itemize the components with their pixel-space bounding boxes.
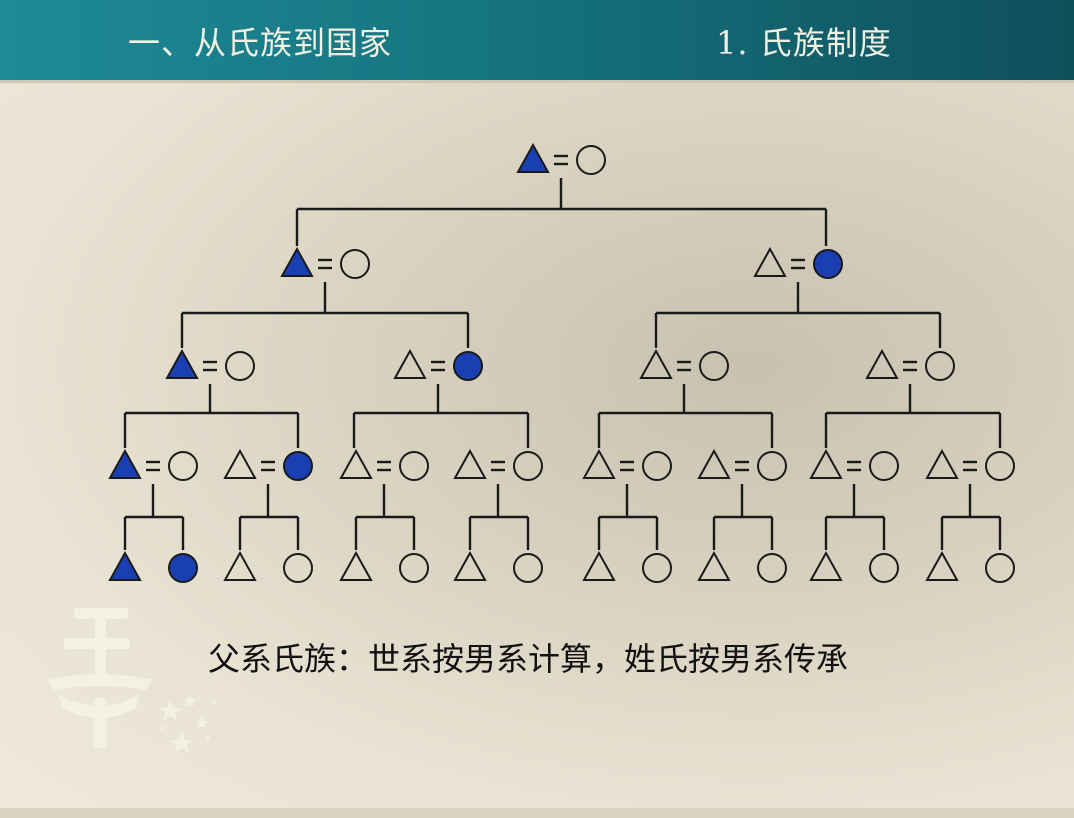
female-circle-icon [399, 451, 429, 481]
male-triangle-icon [639, 348, 673, 379]
female-circle-icon [513, 553, 543, 583]
male-filled-triangle-icon [280, 246, 314, 277]
male-triangle-icon [339, 448, 373, 479]
female-circle-icon [699, 351, 729, 381]
male-filled-triangle-icon [165, 348, 199, 379]
male-filled-triangle-icon [516, 142, 550, 173]
male-triangle-icon [865, 348, 899, 379]
male-triangle-icon [925, 448, 959, 479]
female-circle-icon [869, 553, 899, 583]
female-filled-circle-icon [168, 553, 198, 583]
female-circle-icon [283, 553, 313, 583]
female-circle-icon [869, 451, 899, 481]
female-circle-icon [168, 451, 198, 481]
male-triangle-icon [809, 550, 843, 581]
male-triangle-icon [223, 550, 257, 581]
female-circle-icon [757, 553, 787, 583]
female-circle-icon [513, 451, 543, 481]
female-circle-icon [642, 451, 672, 481]
female-filled-circle-icon [283, 451, 313, 481]
male-triangle-icon [697, 550, 731, 581]
female-circle-icon [399, 553, 429, 583]
male-triangle-icon [453, 550, 487, 581]
male-triangle-icon [339, 550, 373, 581]
section-title: 一、从氏族到国家 [128, 24, 393, 62]
male-triangle-icon [393, 348, 427, 379]
header-bar: 一、从氏族到国家 1. 氏族制度 [0, 0, 1074, 83]
caption-text: 父系氏族：世系按男系计算，姓氏按男系传承 [208, 640, 849, 678]
kinship-diagram [108, 142, 1015, 583]
female-circle-icon [340, 249, 370, 279]
male-triangle-icon [925, 550, 959, 581]
female-filled-circle-icon [813, 249, 843, 279]
subsection-title: 1. 氏族制度 [716, 24, 892, 62]
female-circle-icon [642, 553, 672, 583]
male-filled-triangle-icon [108, 448, 142, 479]
male-triangle-icon [453, 448, 487, 479]
female-circle-icon [985, 553, 1015, 583]
footer-band [0, 808, 1074, 818]
female-circle-icon [925, 351, 955, 381]
female-circle-icon [985, 451, 1015, 481]
male-triangle-icon [753, 246, 787, 277]
male-triangle-icon [223, 448, 257, 479]
female-circle-icon [576, 145, 606, 175]
female-filled-circle-icon [453, 351, 483, 381]
female-circle-icon [225, 351, 255, 381]
male-triangle-icon [582, 550, 616, 581]
male-triangle-icon [809, 448, 843, 479]
male-triangle-icon [697, 448, 731, 479]
male-filled-triangle-icon [108, 550, 142, 581]
male-triangle-icon [582, 448, 616, 479]
decorative-logo-icon [48, 608, 216, 753]
female-circle-icon [757, 451, 787, 481]
